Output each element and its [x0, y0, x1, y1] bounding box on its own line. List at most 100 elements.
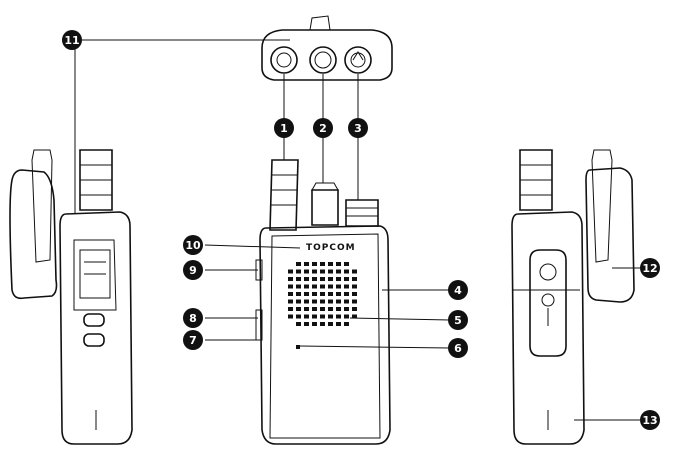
grille-hole	[352, 277, 357, 281]
grille-hole	[320, 299, 325, 304]
svg-text:6: 6	[454, 342, 462, 355]
grille-hole	[288, 314, 293, 319]
grille-hole	[352, 284, 357, 289]
grille-hole	[352, 269, 357, 274]
leader-lines	[74, 39, 640, 421]
grille-hole	[328, 314, 333, 319]
grille-hole	[336, 307, 341, 311]
callout-9: 9	[183, 260, 203, 280]
grille-hole	[344, 299, 349, 304]
grille-hole	[344, 284, 349, 289]
svg-text:2: 2	[319, 122, 327, 135]
grille-hole	[312, 277, 317, 281]
grille-hole	[352, 307, 357, 311]
grille-hole	[320, 314, 325, 319]
grille-hole	[304, 314, 309, 319]
grille-hole	[328, 322, 333, 326]
callout-badges: 11 1 2 3 10 9 8 7 4 5 6 12 13	[62, 30, 660, 430]
left-side-view	[9, 149, 133, 445]
grille-hole	[344, 307, 349, 311]
top-view	[261, 15, 393, 81]
grille-hole	[320, 269, 325, 274]
callout-1: 1	[274, 118, 294, 138]
grille-hole	[328, 262, 333, 266]
grille-hole	[304, 284, 309, 289]
channel-knob-top-icon	[309, 46, 337, 74]
grille-hole	[288, 292, 293, 296]
svg-text:1: 1	[280, 122, 288, 135]
grille-hole	[336, 262, 341, 266]
svg-text:11: 11	[64, 34, 79, 47]
callout-2: 2	[313, 118, 333, 138]
grille-hole	[328, 269, 333, 274]
grille-hole	[344, 269, 349, 274]
grille-hole	[352, 299, 357, 304]
grille-hole	[312, 292, 317, 296]
volume-knob-top-icon	[344, 46, 372, 74]
grille-hole	[312, 269, 317, 274]
grille-hole	[288, 284, 293, 289]
svg-text:12: 12	[642, 262, 657, 275]
grille-hole	[312, 262, 317, 266]
grille-hole	[304, 277, 309, 281]
grille-hole	[320, 292, 325, 296]
grille-hole	[320, 322, 325, 326]
brand-logo: TOPCOM	[306, 243, 356, 253]
grille-hole	[304, 269, 309, 274]
microphone-icon	[296, 345, 300, 349]
grille-hole	[304, 292, 309, 296]
svg-text:3: 3	[354, 122, 362, 135]
speaker-grille	[288, 262, 357, 326]
callout-8: 8	[183, 308, 203, 328]
grille-hole	[312, 284, 317, 289]
grille-hole	[344, 262, 349, 266]
grille-hole	[328, 307, 333, 311]
grille-hole	[328, 292, 333, 296]
grille-hole	[288, 307, 293, 311]
svg-text:5: 5	[454, 314, 462, 327]
grille-hole	[328, 277, 333, 281]
grille-hole	[336, 292, 341, 296]
grille-hole	[344, 277, 349, 281]
callout-11: 11	[62, 30, 82, 50]
grille-hole	[344, 322, 349, 326]
grille-hole	[304, 307, 309, 311]
grille-hole	[336, 299, 341, 304]
grille-hole	[344, 292, 349, 296]
accessory-jack-cover	[529, 249, 567, 357]
grille-hole	[336, 322, 341, 326]
grille-hole	[296, 322, 301, 326]
grille-hole	[352, 314, 357, 319]
grille-hole	[320, 277, 325, 281]
svg-text:10: 10	[185, 239, 201, 252]
svg-text:8: 8	[189, 312, 197, 325]
grille-hole	[288, 277, 293, 281]
svg-text:9: 9	[189, 264, 197, 277]
grille-hole	[296, 284, 301, 289]
grille-hole	[320, 284, 325, 289]
grille-hole	[344, 314, 349, 319]
callout-3: 3	[348, 118, 368, 138]
grille-hole	[336, 269, 341, 274]
grille-hole	[288, 299, 293, 304]
grille-hole	[320, 307, 325, 311]
svg-text:13: 13	[642, 414, 657, 427]
grille-hole	[336, 284, 341, 289]
grille-hole	[336, 277, 341, 281]
grille-hole	[352, 292, 357, 296]
grille-hole	[328, 284, 333, 289]
grille-hole	[320, 262, 325, 266]
callout-5: 5	[448, 310, 468, 330]
grille-hole	[304, 262, 309, 266]
grille-hole	[312, 314, 317, 319]
grille-hole	[288, 269, 293, 274]
svg-text:7: 7	[189, 334, 197, 347]
callout-13: 13	[640, 410, 660, 430]
grille-hole	[296, 269, 301, 274]
grille-hole	[312, 322, 317, 326]
callout-7: 7	[183, 330, 203, 350]
grille-hole	[296, 277, 301, 281]
callout-10: 10	[183, 235, 203, 255]
